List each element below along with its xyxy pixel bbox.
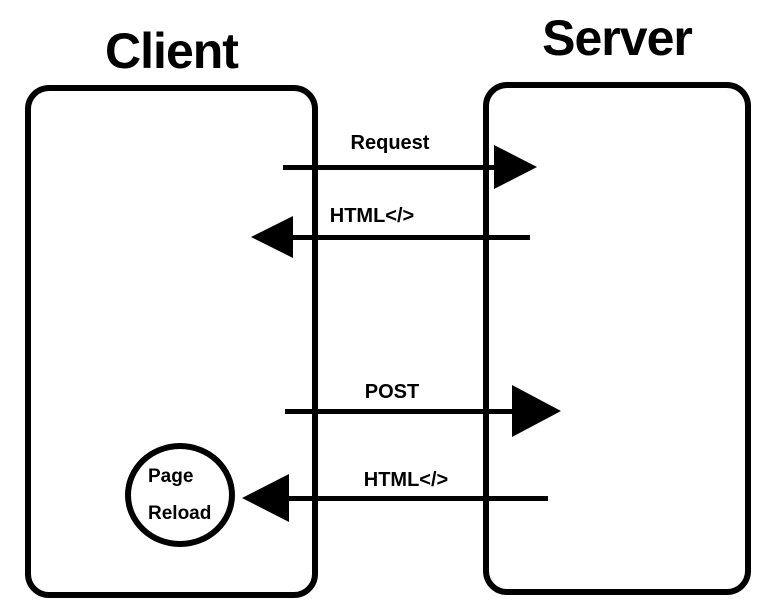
post-message-label: POST <box>364 381 420 403</box>
arrowhead-left-icon <box>242 474 289 522</box>
server-box <box>483 82 751 595</box>
arrowhead-right-icon <box>512 385 561 437</box>
client-box <box>25 85 318 598</box>
arrowhead-right-icon <box>494 145 537 189</box>
arrowhead-left-icon <box>251 216 293 258</box>
request-arrow-line <box>283 165 495 170</box>
client-title: Client <box>105 23 239 79</box>
html-response-message-label: HTML</> <box>329 205 415 227</box>
request-message-label: Request <box>350 132 430 154</box>
page-reload-label-line2: Reload <box>148 503 212 524</box>
html-response-2-arrow-line <box>288 496 548 501</box>
page-reload-label-line1: Page <box>148 466 194 487</box>
post-arrow-line <box>285 409 513 414</box>
html-response-2-message-label: HTML</> <box>363 469 449 491</box>
server-title: Server <box>542 10 693 66</box>
page-reload-circle: Page Reload <box>125 443 235 547</box>
html-response-arrow-line <box>292 235 530 240</box>
